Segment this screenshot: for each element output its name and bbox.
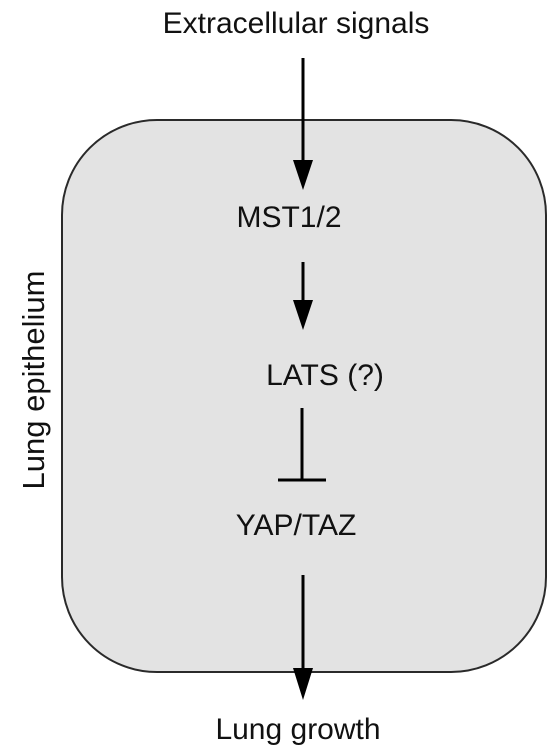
node-lats: LATS (?) — [266, 359, 384, 392]
arrowhead-icon — [293, 668, 313, 700]
edge-lats-inhibits-yap — [278, 408, 326, 482]
node-yap-taz: YAP/TAZ — [236, 509, 357, 542]
output-label: Lung growth — [215, 713, 380, 746]
node-mst: MST1/2 — [236, 201, 341, 234]
edge-yap-to-growth — [293, 575, 313, 700]
edge-signals-to-mst — [293, 58, 313, 190]
arrowhead-icon — [293, 300, 313, 330]
arrowhead-icon — [293, 160, 313, 190]
edge-mst-to-lats — [293, 262, 313, 330]
input-label: Extracellular signals — [163, 7, 430, 40]
compartment-label: Lung epithelium — [16, 271, 51, 490]
